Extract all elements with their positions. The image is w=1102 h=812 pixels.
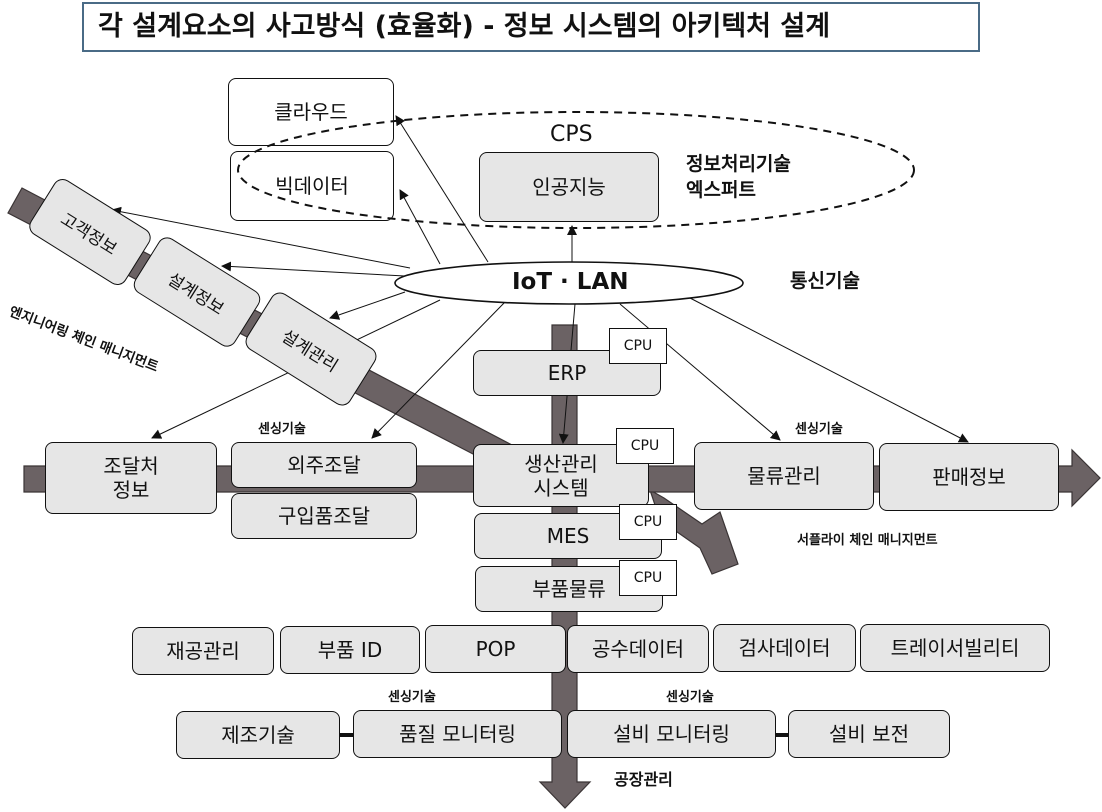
cpu-badge-production: CPU (616, 428, 674, 464)
parts-purchase-box: 구입품조달 (231, 493, 417, 539)
sensing-tech-label-logistics: 센싱기술 (795, 422, 843, 437)
procurement-info-box: 조달처 정보 (45, 442, 217, 514)
ai-box: 인공지능 (479, 152, 659, 222)
traceability-box: 트레이서빌리티 (860, 624, 1050, 672)
equipment-maintenance-box: 설비 보전 (788, 710, 950, 758)
sales-info-box: 판매정보 (879, 443, 1059, 511)
cpu-badge-parts-logistics: CPU (619, 560, 677, 596)
iot-connections (111, 115, 969, 444)
cps-label: CPS (546, 122, 597, 147)
equipment-monitoring-box: 설비 모니터링 (567, 710, 776, 758)
quality-monitoring-box: 품질 모니터링 (353, 710, 562, 758)
outsourcing-box: 외주조달 (231, 442, 417, 488)
manufacturing-tech-box: 제조기술 (176, 711, 340, 759)
cloud-box: 클라우드 (228, 78, 394, 146)
pop-box: POP (425, 625, 566, 673)
sensing-tech-label-quality: 센싱기술 (388, 690, 436, 705)
part-id-box: 부품 ID (280, 626, 420, 674)
sensing-tech-label-equipment: 센싱기술 (666, 690, 714, 705)
cpu-badge-erp: CPU (609, 328, 667, 364)
sensing-tech-label-outsourcing: 센싱기술 (258, 422, 306, 437)
factory-management-label: 공장관리 (614, 770, 673, 789)
logistics-management-box: 물류관리 (694, 442, 874, 510)
iot-lan-label: IoT · LAN (512, 269, 629, 295)
wip-management-box: 재공관리 (132, 627, 274, 675)
big-data-box: 빅데이터 (230, 151, 394, 221)
info-processing-expert-label: 정보처리기술 엑스퍼트 (686, 153, 791, 201)
inspection-data-box: 검사데이터 (713, 624, 856, 672)
supply-chain-label: 서플라이 체인 매니지먼트 (797, 533, 938, 548)
man-hour-data-box: 공수데이터 (567, 625, 709, 673)
diagram-title: 각 설계요소의 사고방식 (효율화) - 정보 시스템의 아키텍처 설계 (82, 2, 980, 52)
communication-tech-label: 통신기술 (790, 270, 860, 292)
cpu-badge-mes: CPU (619, 504, 677, 540)
iot-lan-hub (394, 261, 744, 305)
